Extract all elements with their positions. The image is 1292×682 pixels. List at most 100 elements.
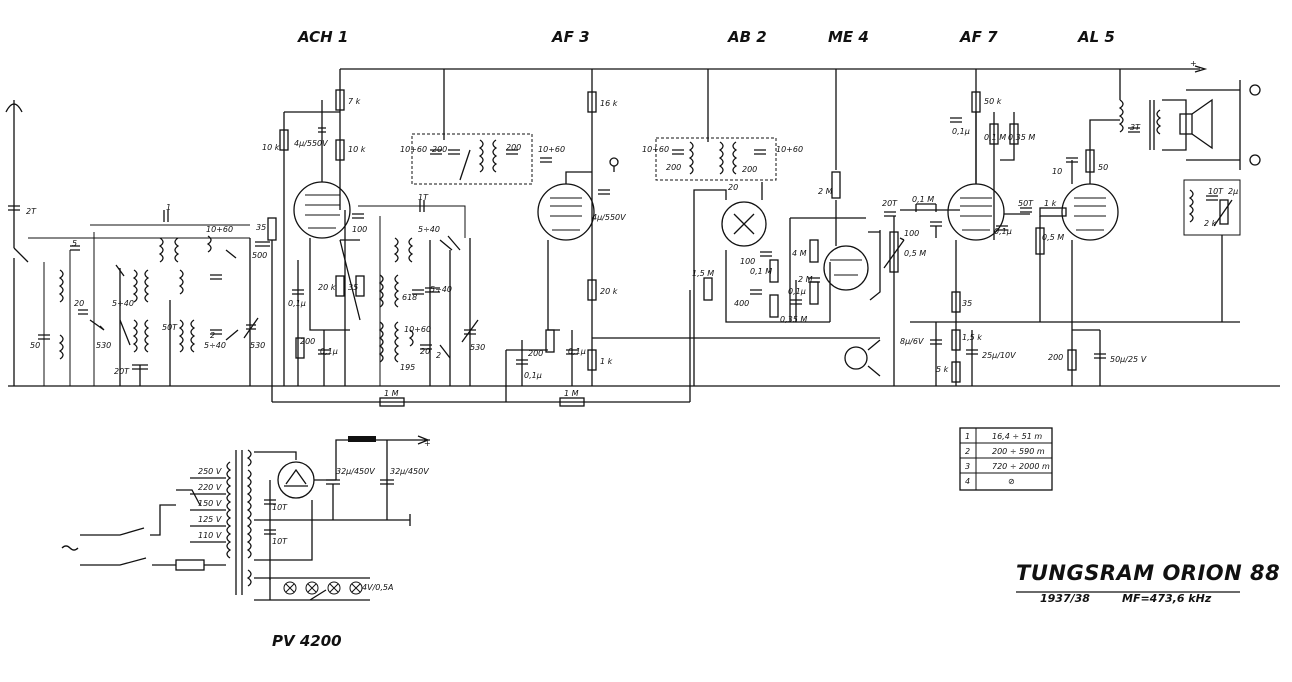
- value-label: 20: [420, 347, 430, 356]
- value-label: 20: [74, 299, 84, 308]
- value-label: 5 k: [936, 365, 949, 374]
- value-label: 200: [432, 145, 447, 154]
- value-label: 4 M: [792, 249, 807, 258]
- value-label: 0,1 M: [750, 267, 772, 276]
- value-label: 200: [528, 349, 543, 358]
- band-range: 16,4 ÷ 51 m: [992, 432, 1042, 441]
- voltage-label: 110 V: [198, 531, 222, 540]
- value-label: 32μ/450V: [336, 467, 375, 476]
- mains-voltages: 250 V 220 V 150 V 125 V 110 V: [198, 467, 222, 540]
- value-label: 0,1 M: [984, 133, 1006, 142]
- tube-label-al5: AL 5: [1077, 28, 1115, 46]
- value-label: 100: [740, 257, 755, 266]
- value-label: 0,5 M: [1042, 233, 1064, 242]
- value-label: 1: [166, 203, 171, 212]
- value-label: 2: [436, 351, 441, 360]
- value-label: 0,1μ: [320, 347, 338, 356]
- rectifier-tube-label: PV 4200: [272, 632, 342, 650]
- band-range: ⊘: [1008, 477, 1015, 486]
- tube-labels: ACH 1 AF 3 AB 2 ME 4 AF 7 AL 5: [297, 28, 1115, 46]
- value-label: 200: [1048, 353, 1063, 362]
- value-label: 5: [72, 239, 77, 248]
- value-label: 0,5 M: [904, 249, 926, 258]
- value-label: 32μ/450V: [390, 467, 429, 476]
- value-label: 1 k: [600, 357, 613, 366]
- output-stage: [1118, 69, 1261, 322]
- value-label: 0,1 M: [912, 195, 934, 204]
- value-label: 2T: [26, 207, 37, 216]
- band-table: [959, 427, 1053, 491]
- value-label: 10+60: [642, 145, 669, 154]
- value-label: 200: [742, 165, 757, 174]
- value-label: 50T: [1018, 199, 1034, 208]
- value-label: 10 k: [262, 143, 280, 152]
- tube-label-af3: AF 3: [551, 28, 590, 46]
- value-label: +: [424, 439, 431, 448]
- value-label: 1,5 M: [692, 269, 714, 278]
- value-label: 20T: [114, 367, 130, 376]
- value-label: 10T: [272, 537, 288, 546]
- schematic-title: TUNGSRAM ORION 88: [1016, 561, 1280, 585]
- value-label: 35: [962, 299, 972, 308]
- value-label: 35: [256, 223, 266, 232]
- if-transformer-1: [411, 69, 552, 185]
- value-label: 2 M: [818, 187, 833, 196]
- value-label: 100: [352, 225, 367, 234]
- main-rails: [8, 65, 1280, 403]
- voltage-label: 150 V: [198, 499, 222, 508]
- value-label: 1 M: [564, 389, 579, 398]
- if-transformer-2: [655, 69, 777, 181]
- value-label: 0,1μ: [952, 127, 970, 136]
- value-label: 25μ/10V: [982, 351, 1016, 360]
- value-label: 50: [1098, 163, 1108, 172]
- band-range: 720 ÷ 2000 m: [992, 462, 1050, 471]
- voltage-label: 125 V: [198, 515, 222, 524]
- tube-ab2: [693, 182, 831, 386]
- value-label: 35: [348, 283, 358, 292]
- value-label: 2 M: [798, 275, 813, 284]
- band-number: 1: [965, 432, 970, 441]
- value-label: 530: [250, 341, 265, 350]
- value-label: 200: [300, 337, 315, 346]
- tube-me4: [789, 69, 881, 377]
- agc-resistors: [379, 290, 691, 407]
- value-label: 4μ/550V: [294, 139, 328, 148]
- value-label: 0,1μ: [524, 371, 542, 380]
- value-label: 618: [402, 293, 417, 302]
- value-label: 5÷40: [204, 341, 226, 350]
- value-label: 7 k: [348, 97, 361, 106]
- value-label: 10+60: [776, 145, 803, 154]
- value-label: 1,5 k: [962, 333, 982, 342]
- tube-label-me4: ME 4: [828, 28, 869, 46]
- value-label: 50 k: [984, 97, 1002, 106]
- tube-ach1: [267, 69, 365, 402]
- value-label: 200: [506, 143, 521, 152]
- value-label: 20: [728, 183, 738, 192]
- antenna-symbol: [5, 100, 29, 386]
- value-label: 2: [210, 331, 215, 340]
- value-label: 0,1μ: [568, 347, 586, 356]
- tube-label-ab2: AB 2: [727, 28, 767, 46]
- value-label: 2μ: [1228, 187, 1238, 196]
- voltage-label: 250 V: [198, 467, 222, 476]
- input-rf-section: [28, 210, 270, 386]
- value-label: 0,35 M: [1008, 133, 1035, 142]
- band-number: 3: [965, 462, 970, 471]
- value-label: 4V/0,5A: [362, 583, 393, 592]
- value-label: 20 k: [600, 287, 618, 296]
- value-label: 5÷40: [430, 285, 452, 294]
- value-label: 16 k: [600, 99, 618, 108]
- value-label: 0,1μ: [788, 287, 806, 296]
- value-label: 10+60: [206, 225, 233, 234]
- value-label: 10 k: [348, 145, 366, 154]
- value-label: 500: [252, 251, 267, 260]
- power-supply: [61, 435, 430, 601]
- value-label: 50T: [162, 323, 178, 332]
- value-label: 0,35 M: [780, 315, 807, 324]
- value-label: +: [1190, 59, 1197, 68]
- value-label: 10: [1052, 167, 1062, 176]
- value-label: 530: [96, 341, 111, 350]
- value-label: 4μ/550V: [592, 213, 626, 222]
